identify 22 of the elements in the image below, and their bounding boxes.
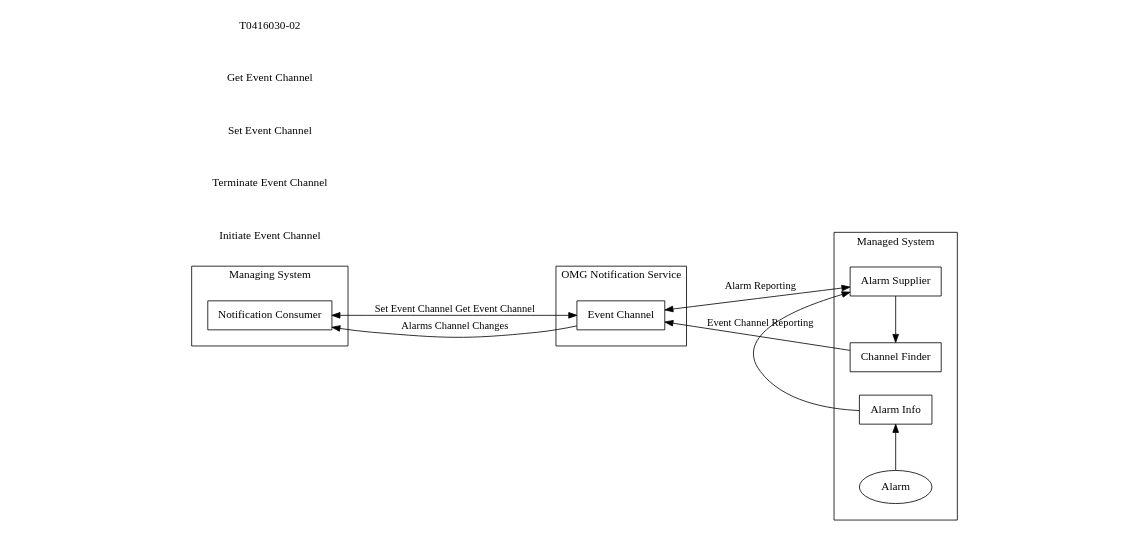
label: Terminate Event Channel bbox=[211, 176, 327, 189]
arrow bbox=[891, 423, 899, 471]
arrow bbox=[891, 295, 899, 343]
label: Initiate Event Channel bbox=[218, 228, 321, 241]
arrow bbox=[752, 291, 860, 411]
node-box: Notification Consumer bbox=[206, 300, 332, 331]
label: T0416030-02 bbox=[238, 18, 301, 31]
node-box: Alarm Info bbox=[858, 394, 932, 425]
node-ellipse: Alarm bbox=[858, 470, 932, 504]
arrow bbox=[331, 325, 577, 338]
arrow bbox=[664, 320, 850, 351]
node-box: Event Channel bbox=[576, 300, 665, 331]
edge-label: Event Channel Reporting bbox=[706, 317, 813, 329]
node-box: Alarm Supplier bbox=[849, 266, 942, 297]
arrow bbox=[664, 284, 850, 313]
arrow bbox=[331, 312, 577, 319]
label: Get Event Channel bbox=[226, 71, 313, 84]
node-box: Channel Finder bbox=[849, 342, 942, 373]
edge-label: Alarm Reporting bbox=[724, 280, 796, 292]
edge-label: Alarms Channel Changes bbox=[400, 320, 508, 332]
label: Set Event Channel bbox=[227, 123, 312, 136]
edge-label: Set Event Channel Get Event Channel bbox=[374, 303, 535, 315]
